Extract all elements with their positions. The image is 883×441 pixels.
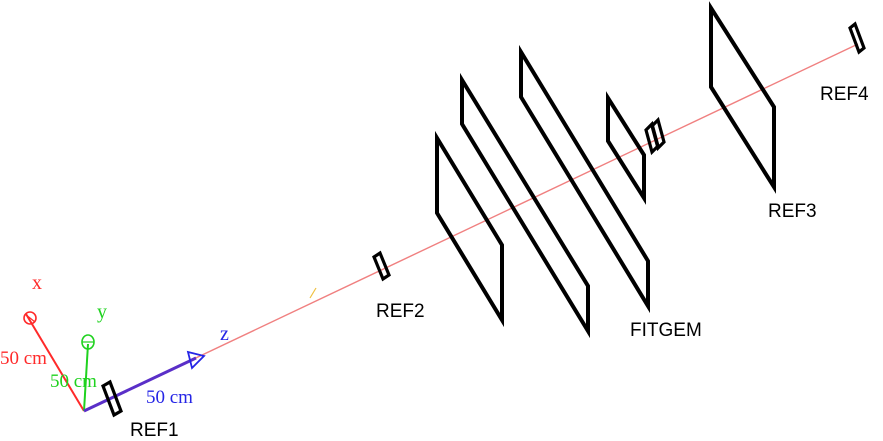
x-axis-label: x <box>32 272 42 294</box>
x-axis-arrow-cross <box>24 313 36 323</box>
y-axis-label: y <box>97 301 107 323</box>
beam-line <box>83 43 859 412</box>
ref4-detector <box>848 21 866 55</box>
fitgem-plane-3 <box>519 44 650 314</box>
ref4-plane <box>848 21 866 55</box>
x-axis-length-label: 50 cm <box>0 348 47 369</box>
x-axis-line <box>25 313 85 412</box>
ref3-detector <box>709 1 776 194</box>
z-axis-arrow-icon <box>186 350 206 370</box>
z-axis-length-label: 50 cm <box>146 387 193 408</box>
y-axis-line <box>83 343 89 412</box>
ref2-plane <box>372 250 391 282</box>
fitgem-small-plane-b <box>650 116 666 152</box>
fitgem-plane-1 <box>435 130 504 328</box>
fitgem-plane-4 <box>606 91 646 205</box>
ref1-detector <box>101 379 123 418</box>
ref3-plane <box>709 1 776 194</box>
ref3-label: REF3 <box>768 201 817 222</box>
fitgem-label: FITGEM <box>630 320 702 341</box>
ref4-label: REF4 <box>820 84 869 105</box>
x-axis-arrow-icon <box>23 311 37 325</box>
ref1-plane <box>101 379 123 418</box>
fitgem-plane-2 <box>460 72 590 339</box>
fitgem-detector <box>435 44 666 339</box>
ref2-label: REF2 <box>376 301 425 322</box>
track-mark <box>309 287 317 299</box>
y-axis-length-label: 50 cm <box>50 371 97 392</box>
fitgem-small-module <box>644 116 666 156</box>
ref2-detector <box>372 250 391 282</box>
coordinate-axes <box>23 311 206 413</box>
ref1-label: REF1 <box>130 420 179 441</box>
z-axis-label: z <box>220 323 229 345</box>
z-axis-line <box>83 356 197 413</box>
